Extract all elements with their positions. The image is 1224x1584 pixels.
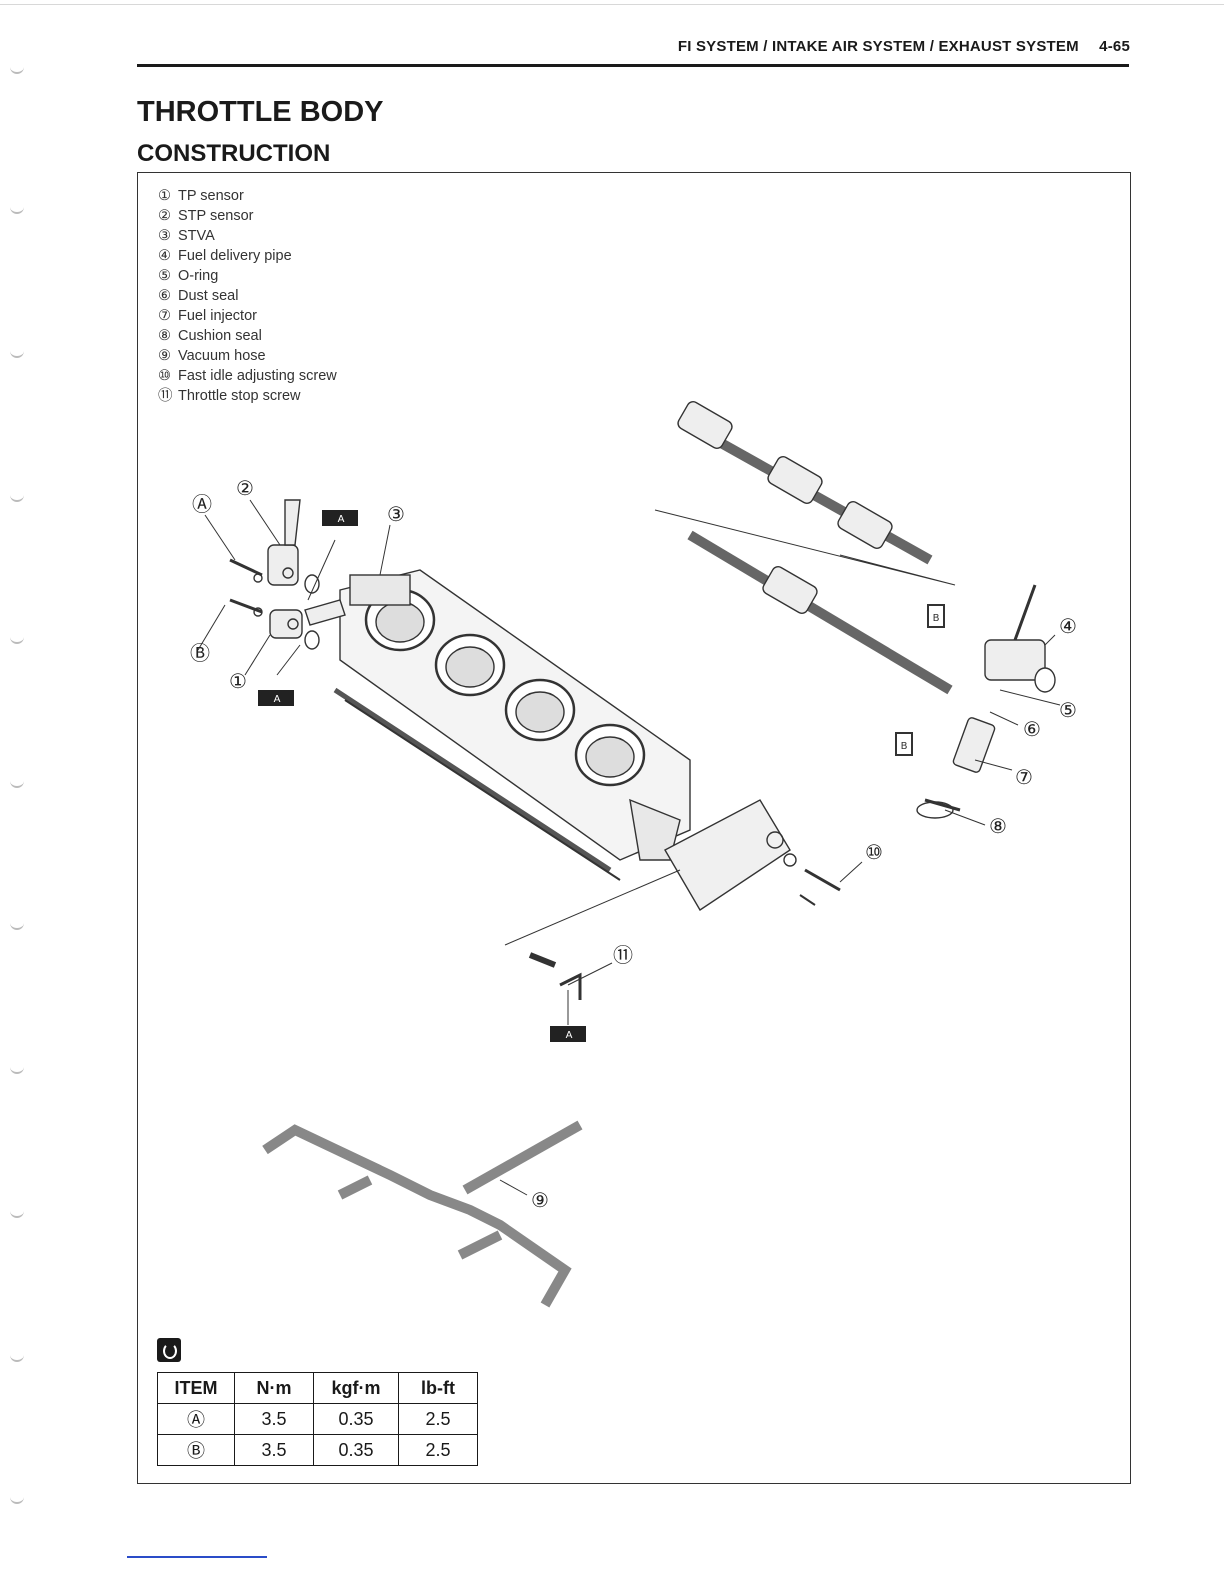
callout-10: ⑩ xyxy=(865,840,883,864)
grease-mark: A xyxy=(274,694,281,705)
torque-wrench-icon xyxy=(157,1338,181,1362)
callout-6: ⑥ xyxy=(1023,717,1041,741)
table-cell: Ⓐ xyxy=(157,1403,235,1435)
callout-11: ⑪ xyxy=(613,943,633,967)
binding-mark xyxy=(10,780,24,788)
table-cell: Ⓑ xyxy=(157,1434,235,1466)
running-header: FI SYSTEM / INTAKE AIR SYSTEM / EXHAUST … xyxy=(600,38,1130,55)
callout-3: ③ xyxy=(387,502,405,526)
bottom-link-underline[interactable] xyxy=(127,1556,267,1558)
table-cell: 2.5 xyxy=(398,1403,478,1435)
binding-mark xyxy=(10,1496,24,1504)
section-subtitle: CONSTRUCTION xyxy=(137,140,331,167)
header-rule xyxy=(137,64,1129,67)
table-cell: 0.35 xyxy=(313,1403,399,1435)
table-header: kgf·m xyxy=(313,1372,399,1404)
table-cell: 3.5 xyxy=(234,1403,314,1435)
binding-mark xyxy=(10,206,24,214)
grease-marks: A A A xyxy=(258,510,586,1042)
diagram-frame xyxy=(137,172,1131,1484)
callout-8: ⑧ xyxy=(989,814,1007,838)
table-header: N·m xyxy=(234,1372,314,1404)
binding-mark xyxy=(10,350,24,358)
callout-2: ② xyxy=(236,476,254,500)
binding-mark xyxy=(10,66,24,74)
callout-4: ④ xyxy=(1059,614,1077,638)
table-header: lb-ft xyxy=(398,1372,478,1404)
linkage-assembly xyxy=(504,799,841,1000)
exploded-view-diagram: B B Ⓐ Ⓑ ② ③ xyxy=(190,401,1077,1308)
binding-mark xyxy=(10,1354,24,1362)
callout-5: ⑤ xyxy=(1059,698,1077,722)
callout-9: ⑨ xyxy=(531,1188,549,1212)
table-cell: 0.35 xyxy=(313,1434,399,1466)
page-number: 4-65 xyxy=(1099,38,1130,55)
binding-mark xyxy=(10,1210,24,1218)
thread-lock-mark: B xyxy=(933,613,940,624)
thread-lock-mark: B xyxy=(901,741,908,752)
table-cell: 3.5 xyxy=(234,1434,314,1466)
page-title: THROTTLE BODY xyxy=(137,96,384,128)
grease-mark: A xyxy=(566,1030,573,1041)
binding-mark xyxy=(10,494,24,502)
binding-mark xyxy=(10,922,24,930)
table-cell: 2.5 xyxy=(398,1434,478,1466)
table-row: Ⓐ 3.5 0.35 2.5 xyxy=(157,1403,478,1435)
grease-mark: A xyxy=(338,514,345,525)
torque-table: ITEM N·m kgf·m lb-ft Ⓐ 3.5 0.35 2.5 Ⓑ 3.… xyxy=(157,1372,478,1466)
throttle-body-assembly xyxy=(333,569,691,881)
table-header: ITEM xyxy=(157,1372,235,1404)
table-header-row: ITEM N·m kgf·m lb-ft xyxy=(157,1372,478,1404)
section-title: FI SYSTEM / INTAKE AIR SYSTEM / EXHAUST … xyxy=(677,38,1079,55)
fuel-delivery-assembly: B B xyxy=(654,401,1056,819)
top-rule xyxy=(0,4,1224,5)
tp-stp-sensors xyxy=(229,499,346,650)
callout-labels: Ⓐ Ⓑ ② ③ ① ④ ⑤ ⑥ ⑦ ⑧ ⑩ ⑪ ⑨ xyxy=(190,476,1077,1212)
diagram-callouts xyxy=(197,499,1061,1196)
callout-a: Ⓐ xyxy=(192,492,212,516)
table-row: Ⓑ 3.5 0.35 2.5 xyxy=(157,1434,478,1466)
binding-mark xyxy=(10,636,24,644)
callout-b: Ⓑ xyxy=(190,641,210,665)
binding-mark xyxy=(10,1066,24,1074)
callout-7: ⑦ xyxy=(1015,765,1033,789)
callout-1: ① xyxy=(229,669,247,693)
vacuum-hose-assembly xyxy=(262,1120,583,1308)
